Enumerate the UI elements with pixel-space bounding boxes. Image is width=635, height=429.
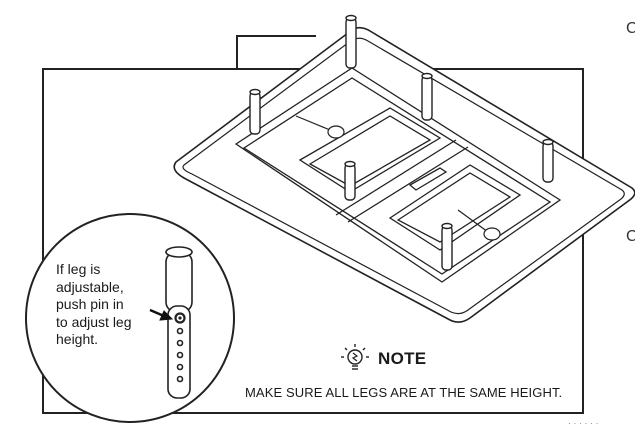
frame-tab-line [236,35,316,37]
callout-line: to adjust leg [56,313,132,330]
callout-line: height. [56,331,99,347]
leg-adjust-instructions: If leg is adjustable, push pin in to adj… [56,261,166,349]
edge-mark: C [626,20,635,37]
leg-frame [234,67,562,283]
leg-braces [295,115,501,241]
note-heading: NOTE [340,345,426,373]
pin-arrow [149,308,174,321]
table-legs [249,14,554,271]
note-label: NOTE [378,349,427,368]
table-top [173,26,635,323]
frame-tab [236,35,238,69]
callout-line: adjustable, [56,278,124,295]
edge-mark: C [626,228,635,245]
instruction-text: MAKE SURE ALL LEGS ARE AT THE SAME HEIGH… [245,385,563,400]
callout-line: If leg is [56,261,101,277]
lightbulb-icon [341,344,369,370]
footer-fragment: · · · · · · [568,418,599,428]
adjustable-leg-detail [165,246,193,399]
callout-line: push pin in [56,296,124,312]
